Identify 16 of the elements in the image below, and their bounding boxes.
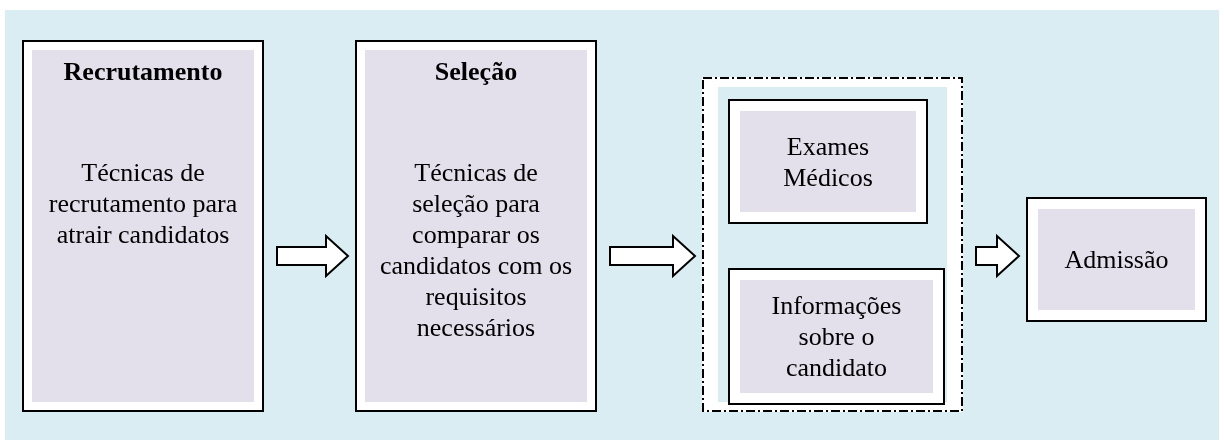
process-box	[1026, 197, 1207, 322]
block-arrow	[276, 233, 350, 279]
process-box	[355, 40, 597, 412]
box-heading: Recrutamento	[63, 56, 223, 87]
process-box	[728, 99, 928, 224]
box-label: Exames Médicos	[782, 130, 874, 193]
box-heading: Seleção	[434, 56, 518, 87]
block-arrow	[975, 233, 1021, 279]
box-label: Admissão	[1063, 244, 1170, 275]
dashed-group-box	[702, 77, 963, 412]
box-description: Técnicas de recrutamento para atrair candidatos	[47, 157, 239, 250]
process-box	[22, 40, 264, 412]
box-description: Técnicas de seleção para comparar os candidatos com os requisitos necessários	[378, 157, 574, 343]
block-arrow	[609, 233, 697, 279]
box-label: Informações sobre o candidato	[770, 290, 903, 383]
process-box	[728, 268, 945, 405]
